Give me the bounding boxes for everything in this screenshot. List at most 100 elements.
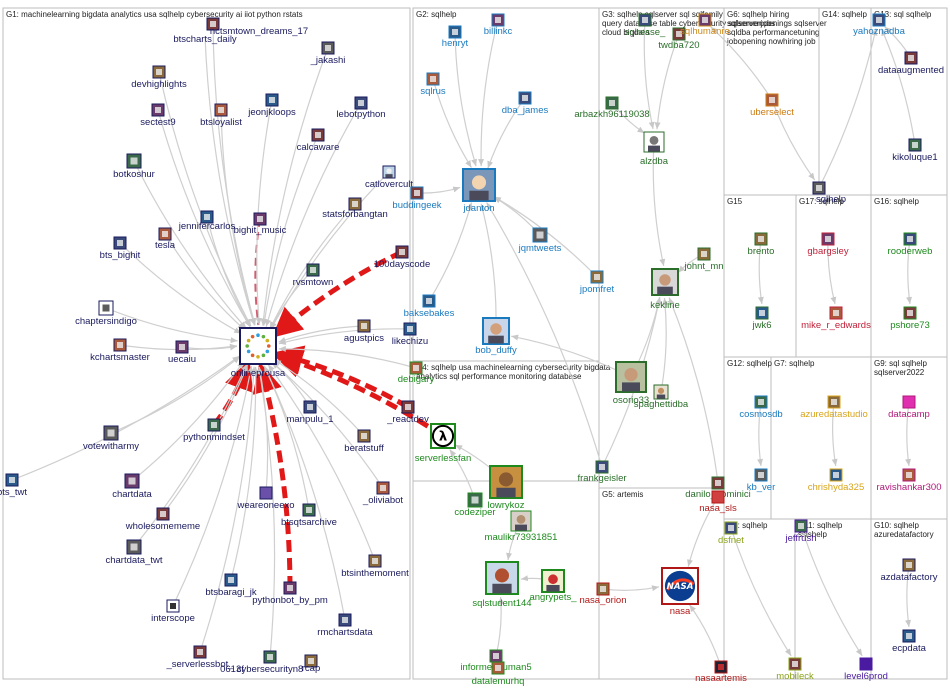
node-catlovercult[interactable]: catlovercult <box>365 166 413 190</box>
node-label-agustpics: agustpics <box>344 333 384 344</box>
node-kchartsmaster[interactable]: kchartsmaster <box>90 339 150 363</box>
node-jdanton[interactable]: jdanton <box>462 169 495 214</box>
node-sectest9[interactable]: sectest9 <box>140 104 175 128</box>
node-label-jennifercarlos: jennifercarlos <box>178 221 236 232</box>
node-pythonbot-by-pm[interactable]: pythonbot_by_pm <box>252 582 328 606</box>
node-votewitharmy[interactable]: votewitharmy <box>83 426 139 452</box>
node-uecaiu[interactable]: uecaiu <box>168 341 196 365</box>
node-icon-ravishankar300 <box>903 469 915 481</box>
node-botkoshur[interactable]: botkoshur <box>113 154 155 180</box>
node-uberselect[interactable]: uberselect <box>750 94 794 118</box>
node-btsloyalist[interactable]: btsloyalist <box>200 104 242 128</box>
node-level6prod[interactable]: level6prod <box>844 658 888 682</box>
node-chartdata[interactable]: chartdata <box>112 474 152 500</box>
node-mobileck[interactable]: mobileck <box>776 658 814 682</box>
node-baksebakes[interactable]: baksebakes <box>404 295 455 319</box>
node-chartdata-twt[interactable]: chartdata_twt <box>105 540 162 566</box>
node-rvsmtown[interactable]: rvsmtown <box>293 264 334 288</box>
node-beratstuff[interactable]: beratstuff <box>344 430 384 454</box>
node-azuredatastudio[interactable]: azuredatastudio <box>800 396 868 420</box>
node-likechizu[interactable]: likechizu <box>392 323 428 347</box>
node-jqmtweets[interactable]: jqmtweets <box>518 228 562 254</box>
edge-g17node-to-yahoznadba <box>819 28 876 188</box>
node-cosmosdb[interactable]: cosmosdb <box>739 396 782 420</box>
node-billinkc[interactable]: billinkc <box>484 14 513 37</box>
node-ravishankar300[interactable]: ravishankar300 <box>877 469 942 493</box>
node-wholesomememe[interactable]: wholesomememe <box>125 508 200 532</box>
node-btsinthemoment[interactable]: btsinthemoment <box>341 555 409 579</box>
node-ecpdata[interactable]: ecpdata <box>892 630 927 654</box>
node-rcap[interactable]: rcap <box>302 655 320 674</box>
node-bighit-music[interactable]: bighit_music <box>234 213 287 236</box>
node-icon-interscope <box>167 600 179 612</box>
node-azdatafactory[interactable]: azdatafactory <box>880 559 937 583</box>
node-icon-bts-twt <box>6 474 18 486</box>
node-pythonmindset[interactable]: pythonmindset <box>183 419 245 443</box>
node-henryt[interactable]: henryt <box>442 26 469 49</box>
node-bts-twt[interactable]: bts_twt <box>0 474 27 498</box>
node-gbargsley[interactable]: gbargsley <box>807 233 848 257</box>
node-icon-rvsmtown <box>307 264 319 276</box>
node-sqlrus[interactable]: sqlrus <box>420 73 446 97</box>
node-100dayscode[interactable]: 100dayscode <box>374 246 431 270</box>
node-kekline[interactable]: kekline <box>650 269 680 311</box>
node-jpomfret[interactable]: jpomfret <box>579 271 615 295</box>
node-tesla[interactable]: tesla <box>155 228 176 251</box>
node-g17node[interactable]: sqlhelp <box>813 182 846 205</box>
group-box-g9 <box>871 357 947 519</box>
node-cybersecurityn8[interactable]: cybersecurityn8 <box>237 651 304 675</box>
node-interscope[interactable]: interscope <box>151 600 195 624</box>
group-title-g10: G10: sqlhelpazuredatafactory <box>874 521 934 539</box>
node-label-bts-twt: bts_twt <box>0 487 27 498</box>
node-nasa-orion[interactable]: nasa_orion <box>579 583 626 606</box>
node-devhighlights[interactable]: devhighlights <box>131 66 187 90</box>
node-pshore73[interactable]: pshore73 <box>890 307 930 331</box>
node-angrypets[interactable]: angrypets_ <box>529 570 577 603</box>
node-kikoluque1[interactable]: kikoluque1 <box>892 139 937 163</box>
node-calcaware[interactable]: calcaware <box>297 129 340 153</box>
node-datacamp[interactable]: datacamp <box>888 396 930 420</box>
node-chrishyda325[interactable]: chrishyda325 <box>808 469 865 493</box>
node-label-kb-ver: kb_ver <box>747 482 776 493</box>
node-sqlstudent144[interactable]: sqlstudent144 <box>472 562 531 609</box>
node-johnt-mn[interactable]: johnt_mn <box>683 248 723 272</box>
node-bts-bighit[interactable]: bts_bighit <box>100 237 141 261</box>
node-alzdba[interactable]: alzdba <box>640 132 669 167</box>
node-icon-sqlrus <box>427 73 439 85</box>
node-label-sqlresse: sqlresse_ <box>625 27 666 38</box>
node-rmchartsdata[interactable]: rmchartsdata <box>317 614 373 638</box>
node-jwk6[interactable]: jwk6 <box>751 307 771 331</box>
node-label-100dayscode: 100dayscode <box>374 259 431 270</box>
node-manpulu-1[interactable]: manpulu_1 <box>286 401 333 425</box>
node-agustpics[interactable]: agustpics <box>344 320 384 344</box>
node-lowrykoz[interactable]: lowrykoz <box>488 466 525 511</box>
node-chaptersindigo[interactable]: chaptersindigo <box>75 301 137 327</box>
node-frankgeisler[interactable]: frankgeisler <box>577 461 626 484</box>
node-nasaartemis[interactable]: nasaartemis <box>695 661 747 684</box>
group-boxes: G1: machinelearning bigdata analytics us… <box>3 8 947 679</box>
node-dataaugmented[interactable]: dataaugmented <box>878 52 944 76</box>
node-arbazkh96119038[interactable]: arbazkh96119038 <box>574 97 649 120</box>
node-jakashi[interactable]: _jakashi <box>310 42 346 66</box>
node-icon-nasaartemis <box>715 661 727 673</box>
node-bob-duffy[interactable]: bob_duffy <box>475 318 517 356</box>
node-icon-chaptersindigo <box>99 301 113 315</box>
node-statsforbangtan[interactable]: statsforbangtan <box>322 198 388 220</box>
node-icon-nasa-sls <box>712 491 724 503</box>
node-oliviabot[interactable]: _oliviabot <box>362 482 403 506</box>
node-brento[interactable]: brento <box>748 233 775 257</box>
node-jeonjkloops[interactable]: jeonjkloops <box>247 94 296 118</box>
node-buddingeek[interactable]: buddingeek <box>392 187 441 211</box>
node-rooderweb[interactable]: rooderweb <box>888 233 933 257</box>
node-dba-james[interactable]: dba_james <box>502 92 549 116</box>
node-btsbaragi-jk[interactable]: btsbaragi_jk <box>205 574 256 598</box>
node-icon-baksebakes <box>423 295 435 307</box>
node-btscharts[interactable]: btscharts_daily <box>173 34 237 45</box>
node-0613f[interactable]: 0613f <box>220 664 244 675</box>
node-icon-calcaware <box>312 129 324 141</box>
node-lebotpython[interactable]: lebotpython <box>336 97 385 120</box>
node-mike-r-edwards[interactable]: mike_r_edwards <box>801 307 871 331</box>
node-label-chartdata-twt: chartdata_twt <box>105 555 162 566</box>
edge-bts-twt-to-onlineprousa <box>12 356 240 480</box>
